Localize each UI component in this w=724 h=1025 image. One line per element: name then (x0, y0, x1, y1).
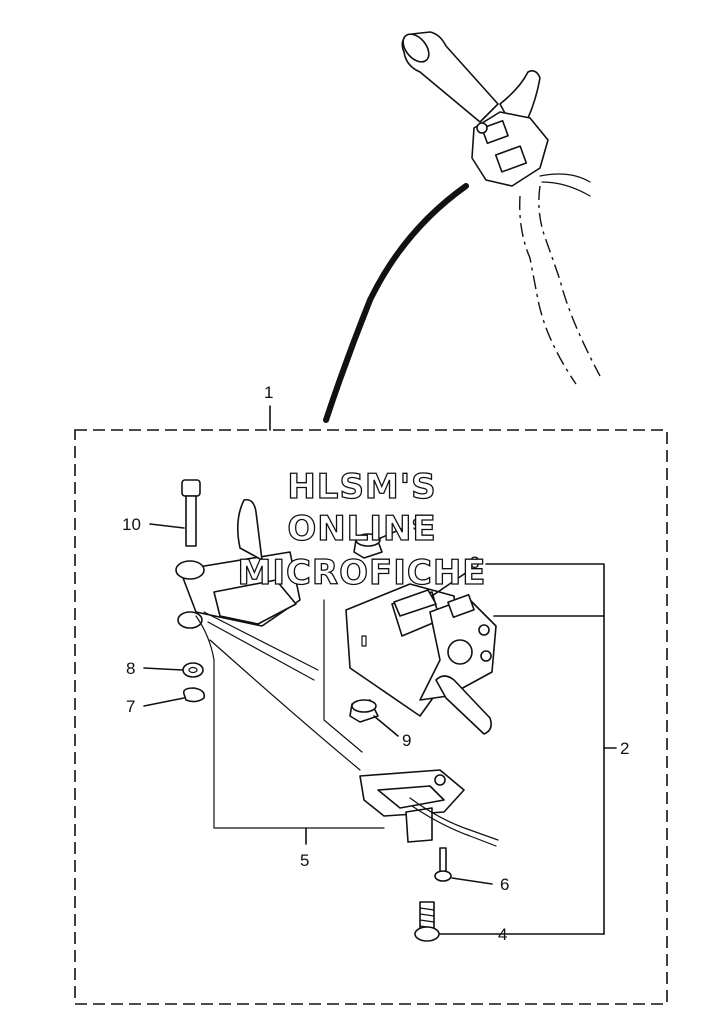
watermark-line-2: ONLINE (287, 509, 436, 549)
callout-9-upper: 9 (412, 515, 421, 534)
cable-guide-assembly (209, 599, 499, 847)
nut-lower (349, 699, 379, 723)
washer (182, 662, 204, 678)
assembly-boundary (74, 429, 668, 1005)
callout-2: 2 (620, 739, 629, 758)
watermark-line-3: MICROFICHE (237, 553, 486, 593)
handlebar-lever (499, 70, 541, 127)
callout-8: 8 (126, 659, 135, 678)
watermark: HLSM'S ONLINE MICROFICHE (237, 466, 486, 593)
callout-1: 1 (264, 383, 273, 402)
pivot-bolt (181, 479, 201, 547)
handlebar-illustration (323, 31, 601, 423)
handlebar-tube (538, 185, 601, 377)
callout-10: 10 (122, 515, 141, 534)
retaining-clip (182, 687, 206, 703)
callout-7: 7 (126, 697, 135, 716)
callout-3: 3 (470, 553, 479, 572)
callout-5: 5 (300, 851, 309, 870)
mounting-bolt (414, 901, 440, 942)
nut-upper (353, 533, 383, 559)
small-screw (434, 847, 452, 882)
connector-cable (323, 183, 469, 423)
lever-bracket-assembly (175, 498, 319, 681)
callout-4: 4 (498, 925, 507, 944)
callout-6: 6 (500, 875, 509, 894)
callout-9-lower: 9 (402, 731, 411, 750)
watermark-line-1: HLSM'S (287, 467, 436, 507)
switch-unit (345, 583, 497, 735)
